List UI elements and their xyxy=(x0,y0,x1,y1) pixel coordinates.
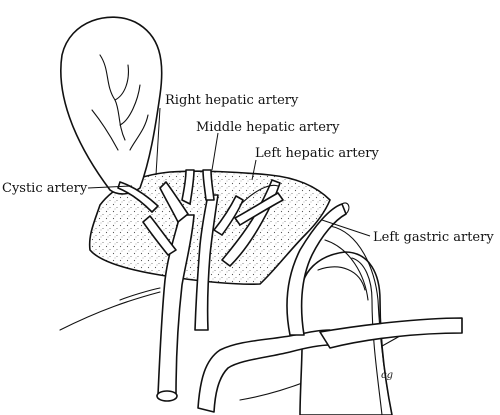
artist-signature: cg xyxy=(381,370,393,381)
leader-middle-hepatic xyxy=(211,132,219,171)
leader-right-hepatic xyxy=(155,107,161,176)
leader-left-hepatic xyxy=(251,159,257,181)
gallbladder xyxy=(60,16,163,195)
labels: Right hepatic artery Middle hepatic arte… xyxy=(2,93,494,245)
leader-lines xyxy=(87,107,371,237)
leader-cystic xyxy=(87,185,133,189)
label-cystic-artery: Cystic artery xyxy=(2,181,88,196)
label-left-hepatic-artery: Left hepatic artery xyxy=(255,146,380,161)
label-middle-hepatic-artery: Middle hepatic artery xyxy=(196,120,340,135)
leader-left-gastric xyxy=(321,219,371,237)
stomach xyxy=(299,225,393,415)
vessel-opening xyxy=(156,390,178,402)
arterial-tree xyxy=(117,169,463,413)
label-right-hepatic-artery: Right hepatic artery xyxy=(165,93,299,108)
label-left-gastric-artery: Left gastric artery xyxy=(373,230,494,245)
